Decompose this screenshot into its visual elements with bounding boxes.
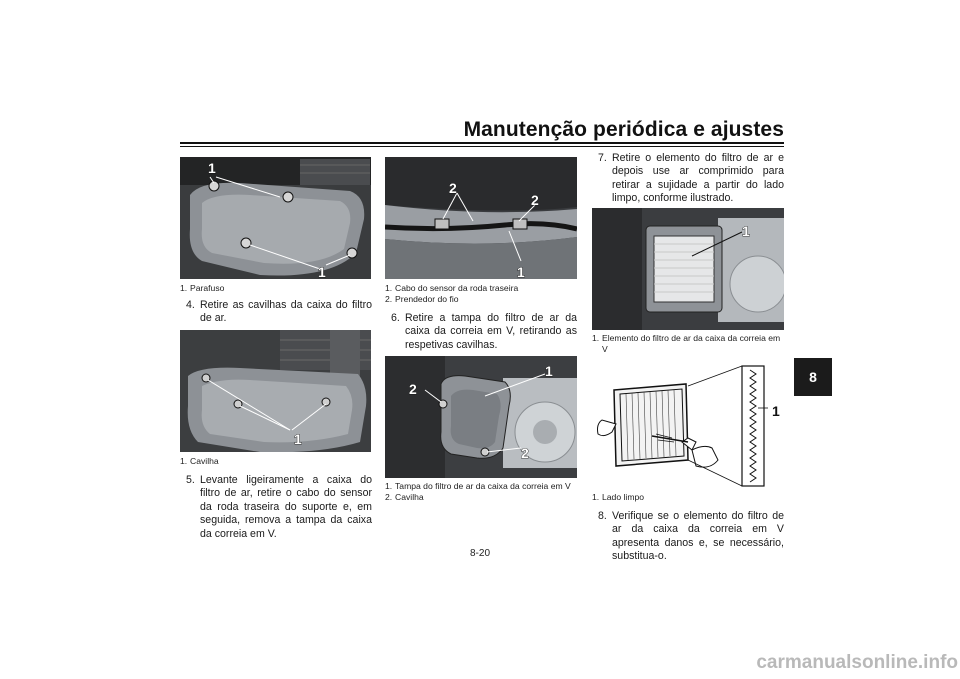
callout-1: 1 xyxy=(208,160,216,176)
figure-caption: 1.Lado limpo xyxy=(592,492,645,502)
callout-2: 2 xyxy=(409,381,417,397)
figure-element-photo: 1 xyxy=(592,208,784,330)
callout-2: 2 xyxy=(521,445,529,461)
figure-clean-side-illustration: 1 xyxy=(592,362,784,488)
callout-1: 1 xyxy=(294,431,302,447)
step-item: 8.Verifique se o elemento do filtro de a… xyxy=(598,510,784,563)
figure-bolts-photo: 1 1 xyxy=(180,157,371,279)
header-rule-thin xyxy=(180,146,784,147)
page-title: Manutenção periódica e ajustes xyxy=(463,118,784,141)
step-item: 5.Levante ligeiramente a caixa do filtro… xyxy=(186,474,372,540)
figure-cover-photo: 1 2 2 xyxy=(385,356,577,478)
chapter-tab[interactable]: 8 xyxy=(794,358,832,396)
callout-1: 1 xyxy=(772,403,780,419)
page-number: 8-20 xyxy=(469,548,490,559)
step-item: 6.Retire a tampa do filtro de ar da caix… xyxy=(391,312,577,351)
figure-caption: 1.Elemento do filtro de ar da caixa da c… xyxy=(592,333,781,354)
figure-caption: 1.Tampa do filtro de ar da caixa da corr… xyxy=(385,481,571,502)
callout-1: 1 xyxy=(318,264,326,279)
figure-dowels-photo: 1 xyxy=(180,330,371,452)
callout-1: 1 xyxy=(742,223,750,239)
header-rule xyxy=(180,142,784,144)
step-item: 4.Retire as cavilhas da caixa do filtro … xyxy=(186,299,372,325)
figure-caption: 1.Cabo do sensor da roda traseira 2.Pren… xyxy=(385,283,519,304)
figure-caption: 1.Parafuso xyxy=(180,283,225,293)
callout-2: 2 xyxy=(531,192,539,208)
step-item: 7.Retire o elemento do filtro de ar e de… xyxy=(598,152,784,205)
callout-1: 1 xyxy=(545,363,553,379)
figure-sensor-cable-photo: 2 2 1 xyxy=(385,157,577,279)
figure-caption: 1.Cavilha xyxy=(180,456,219,466)
callout-1: 1 xyxy=(517,264,525,279)
callout-2: 2 xyxy=(449,180,457,196)
watermark: carmanualsonline.info xyxy=(756,652,958,673)
